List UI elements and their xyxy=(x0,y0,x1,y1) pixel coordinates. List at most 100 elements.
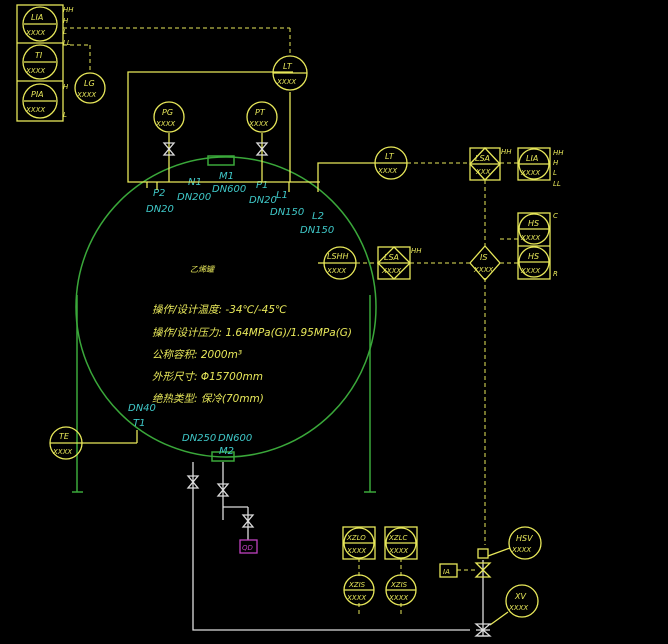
svg-text:PT: PT xyxy=(255,108,266,117)
svg-text:XXXX: XXXX xyxy=(25,29,45,37)
manway-top xyxy=(207,155,235,166)
valve-pg xyxy=(162,142,176,156)
svg-text:XXXX: XXXX xyxy=(52,448,72,456)
logic-is: IS XXXX xyxy=(469,245,501,281)
svg-text:TE: TE xyxy=(59,432,70,441)
svg-text:LG: LG xyxy=(84,79,95,88)
spec-volume: 公称容积: 2000m³ xyxy=(152,349,242,361)
svg-text:DN40: DN40 xyxy=(128,403,156,414)
svg-text:XXXX: XXXX xyxy=(508,604,528,612)
svg-text:HH: HH xyxy=(553,149,564,157)
instrument-xv: XV XXXX xyxy=(505,584,539,618)
svg-text:XXXX: XXXX xyxy=(511,546,531,554)
left-instrument-stack: LIA XXXX TI XXXX PIA XXXX HH H L LL H L xyxy=(16,4,74,122)
svg-text:L: L xyxy=(553,169,557,177)
logic-lsa-top: LSA XXX HH xyxy=(469,147,512,181)
instrument-lt-right: LT XXXX xyxy=(374,146,408,180)
svg-text:P2: P2 xyxy=(153,188,165,199)
svg-text:XXXX: XXXX xyxy=(520,169,540,177)
svg-text:XXXX: XXXX xyxy=(25,106,45,114)
svg-text:IA: IA xyxy=(443,568,450,576)
svg-text:XXXX: XXXX xyxy=(326,267,346,275)
svg-text:HSV: HSV xyxy=(516,534,533,543)
svg-text:DN150: DN150 xyxy=(300,225,334,236)
svg-text:LIA: LIA xyxy=(526,154,538,163)
svg-text:LL: LL xyxy=(553,180,561,188)
svg-text:LL: LL xyxy=(63,39,71,47)
svg-text:LT: LT xyxy=(385,152,395,161)
instrument-pg: PG XXXX xyxy=(153,101,185,156)
spec-size: 外形尺寸: Φ15700mm xyxy=(152,371,263,383)
svg-text:XXXX: XXXX xyxy=(381,267,401,275)
svg-text:DN150: DN150 xyxy=(270,207,304,218)
instrument-pt: PT XXXX xyxy=(246,101,278,156)
stack-tag-pia: PIA xyxy=(31,90,44,99)
svg-text:XXXX: XXXX xyxy=(25,67,45,75)
valve-pt xyxy=(255,142,269,156)
svg-text:XXXX: XXXX xyxy=(520,267,540,275)
svg-text:XXXX: XXXX xyxy=(76,91,96,99)
logic-lia-right: LIA XXXX HH H L LL xyxy=(517,147,564,188)
svg-text:XXXX: XXXX xyxy=(377,167,397,175)
tank-name: 乙烯罐 xyxy=(190,265,216,274)
position-switches: XZLO XXXX XZLC XXXX XZIS XXXX XZIS XXXX xyxy=(342,526,418,606)
svg-text:L2: L2 xyxy=(312,211,324,222)
svg-text:HS: HS xyxy=(528,252,539,261)
svg-text:HH: HH xyxy=(411,247,422,255)
qd-box: QD xyxy=(239,539,258,554)
svg-text:P1: P1 xyxy=(256,180,268,191)
spec-insulation: 绝热类型: 保冷(70mm) xyxy=(152,393,264,405)
svg-text:H: H xyxy=(63,17,69,25)
manway-bottom xyxy=(211,451,235,462)
tank-shell xyxy=(75,156,377,458)
svg-text:XZIS: XZIS xyxy=(390,581,408,589)
svg-text:XXXX: XXXX xyxy=(276,78,296,86)
svg-text:QD: QD xyxy=(242,544,254,552)
svg-text:H: H xyxy=(63,83,69,91)
instrument-te: TE XXXX xyxy=(49,426,83,460)
actuated-valve xyxy=(474,548,492,637)
instrument-lt-top: LT XXXX xyxy=(272,55,308,91)
svg-text:XXXX: XXXX xyxy=(155,120,175,128)
svg-text:H: H xyxy=(553,159,559,167)
svg-text:HH: HH xyxy=(63,6,74,14)
svg-text:M2: M2 xyxy=(219,446,234,457)
spec-temp: 操作/设计温度: -34℃/-45℃ xyxy=(152,304,287,316)
instrument-lshh: LSHH XXXX xyxy=(323,246,357,280)
valve-xv xyxy=(474,623,492,637)
svg-text:L1: L1 xyxy=(276,190,288,201)
svg-text:XXXX: XXXX xyxy=(473,266,493,274)
svg-text:XZIS: XZIS xyxy=(348,581,366,589)
svg-text:DN200: DN200 xyxy=(177,192,211,203)
spec-pressure: 操作/设计压力: 1.64MPa(G)/1.95MPa(G) xyxy=(152,327,352,339)
svg-text:XXXX: XXXX xyxy=(388,547,408,555)
svg-text:DN600: DN600 xyxy=(212,184,246,195)
svg-text:PG: PG xyxy=(162,108,173,117)
svg-text:HS: HS xyxy=(528,219,539,228)
svg-text:LSA: LSA xyxy=(475,154,490,163)
svg-text:IS: IS xyxy=(480,253,487,262)
svg-text:LSA: LSA xyxy=(384,253,399,262)
logic-hs-stack: HS XXXX HS XXXX C R xyxy=(517,212,558,280)
logic-lsa-middle: LSA XXXX HH xyxy=(377,246,422,280)
stack-tag-ti: TI xyxy=(35,51,43,60)
svg-text:LSHH: LSHH xyxy=(327,252,349,261)
svg-text:C: C xyxy=(553,212,558,220)
svg-text:L: L xyxy=(63,111,67,119)
svg-text:DN20: DN20 xyxy=(146,204,174,215)
svg-text:XZLO: XZLO xyxy=(346,534,366,542)
svg-text:DN250: DN250 xyxy=(182,433,216,444)
svg-text:XXXX: XXXX xyxy=(346,547,366,555)
ethylene-tank: 乙烯罐 操作/设计温度: -34℃/-45℃ 操作/设计压力: 1.64MPa(… xyxy=(72,155,377,493)
svg-text:L: L xyxy=(63,28,67,36)
svg-text:LT: LT xyxy=(283,62,293,71)
valve-qd xyxy=(241,514,255,528)
stack-tag-lia: LIA xyxy=(31,13,43,22)
svg-text:XXXX: XXXX xyxy=(388,594,408,602)
svg-text:XXXX: XXXX xyxy=(248,120,268,128)
lines xyxy=(63,27,518,637)
valve-bottom-outlet xyxy=(186,475,200,489)
svg-text:XZLC: XZLC xyxy=(388,534,407,542)
svg-text:DN20: DN20 xyxy=(249,195,277,206)
